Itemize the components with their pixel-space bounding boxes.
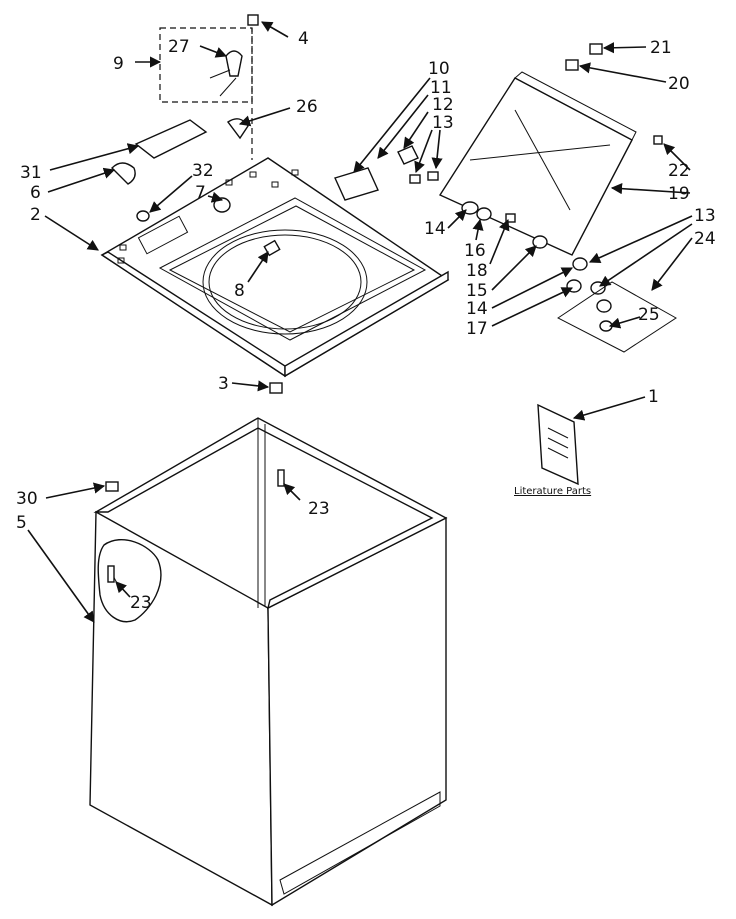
lid-drawing (438, 71, 637, 256)
label-14-lower: 14 (466, 299, 488, 319)
label-14-upper: 14 (424, 219, 446, 239)
label-23-upper: 23 (308, 499, 330, 519)
label-25: 25 (638, 305, 660, 325)
literature-parts-caption: Literature Parts (514, 486, 591, 497)
label-18: 18 (466, 261, 488, 281)
small-parts (105, 14, 677, 583)
label-7: 7 (195, 183, 206, 203)
label-9: 9 (113, 54, 124, 74)
label-19: 19 (668, 184, 690, 204)
leader-lines (27, 21, 693, 623)
label-11: 11 (430, 78, 452, 98)
label-23-lower: 23 (130, 593, 152, 613)
callout-labels: 4 9 27 26 31 6 32 7 2 8 10 11 12 13 21 2… (16, 29, 716, 613)
label-8: 8 (234, 281, 245, 301)
label-2: 2 (30, 205, 41, 225)
label-4: 4 (298, 29, 309, 49)
label-12: 12 (432, 95, 454, 115)
label-31: 31 (20, 163, 42, 183)
top-panel-drawing (100, 157, 450, 378)
label-10: 10 (428, 59, 450, 79)
label-22: 22 (668, 161, 690, 181)
label-1: 1 (648, 387, 659, 407)
label-20: 20 (668, 74, 690, 94)
label-6: 6 (30, 183, 41, 203)
label-15: 15 (466, 281, 488, 301)
label-16: 16 (464, 241, 486, 261)
label-24: 24 (694, 229, 716, 249)
label-21: 21 (650, 38, 672, 58)
cabinet-drawing (89, 417, 448, 907)
label-13-right: 13 (694, 206, 716, 226)
label-3: 3 (218, 374, 229, 394)
label-30: 30 (16, 489, 38, 509)
label-32: 32 (192, 161, 214, 181)
label-17: 17 (466, 319, 488, 339)
label-5: 5 (16, 513, 27, 533)
literature-booklet-drawing (537, 403, 579, 486)
label-27: 27 (168, 37, 190, 57)
label-13-left: 13 (432, 113, 454, 133)
label-26: 26 (296, 97, 318, 117)
